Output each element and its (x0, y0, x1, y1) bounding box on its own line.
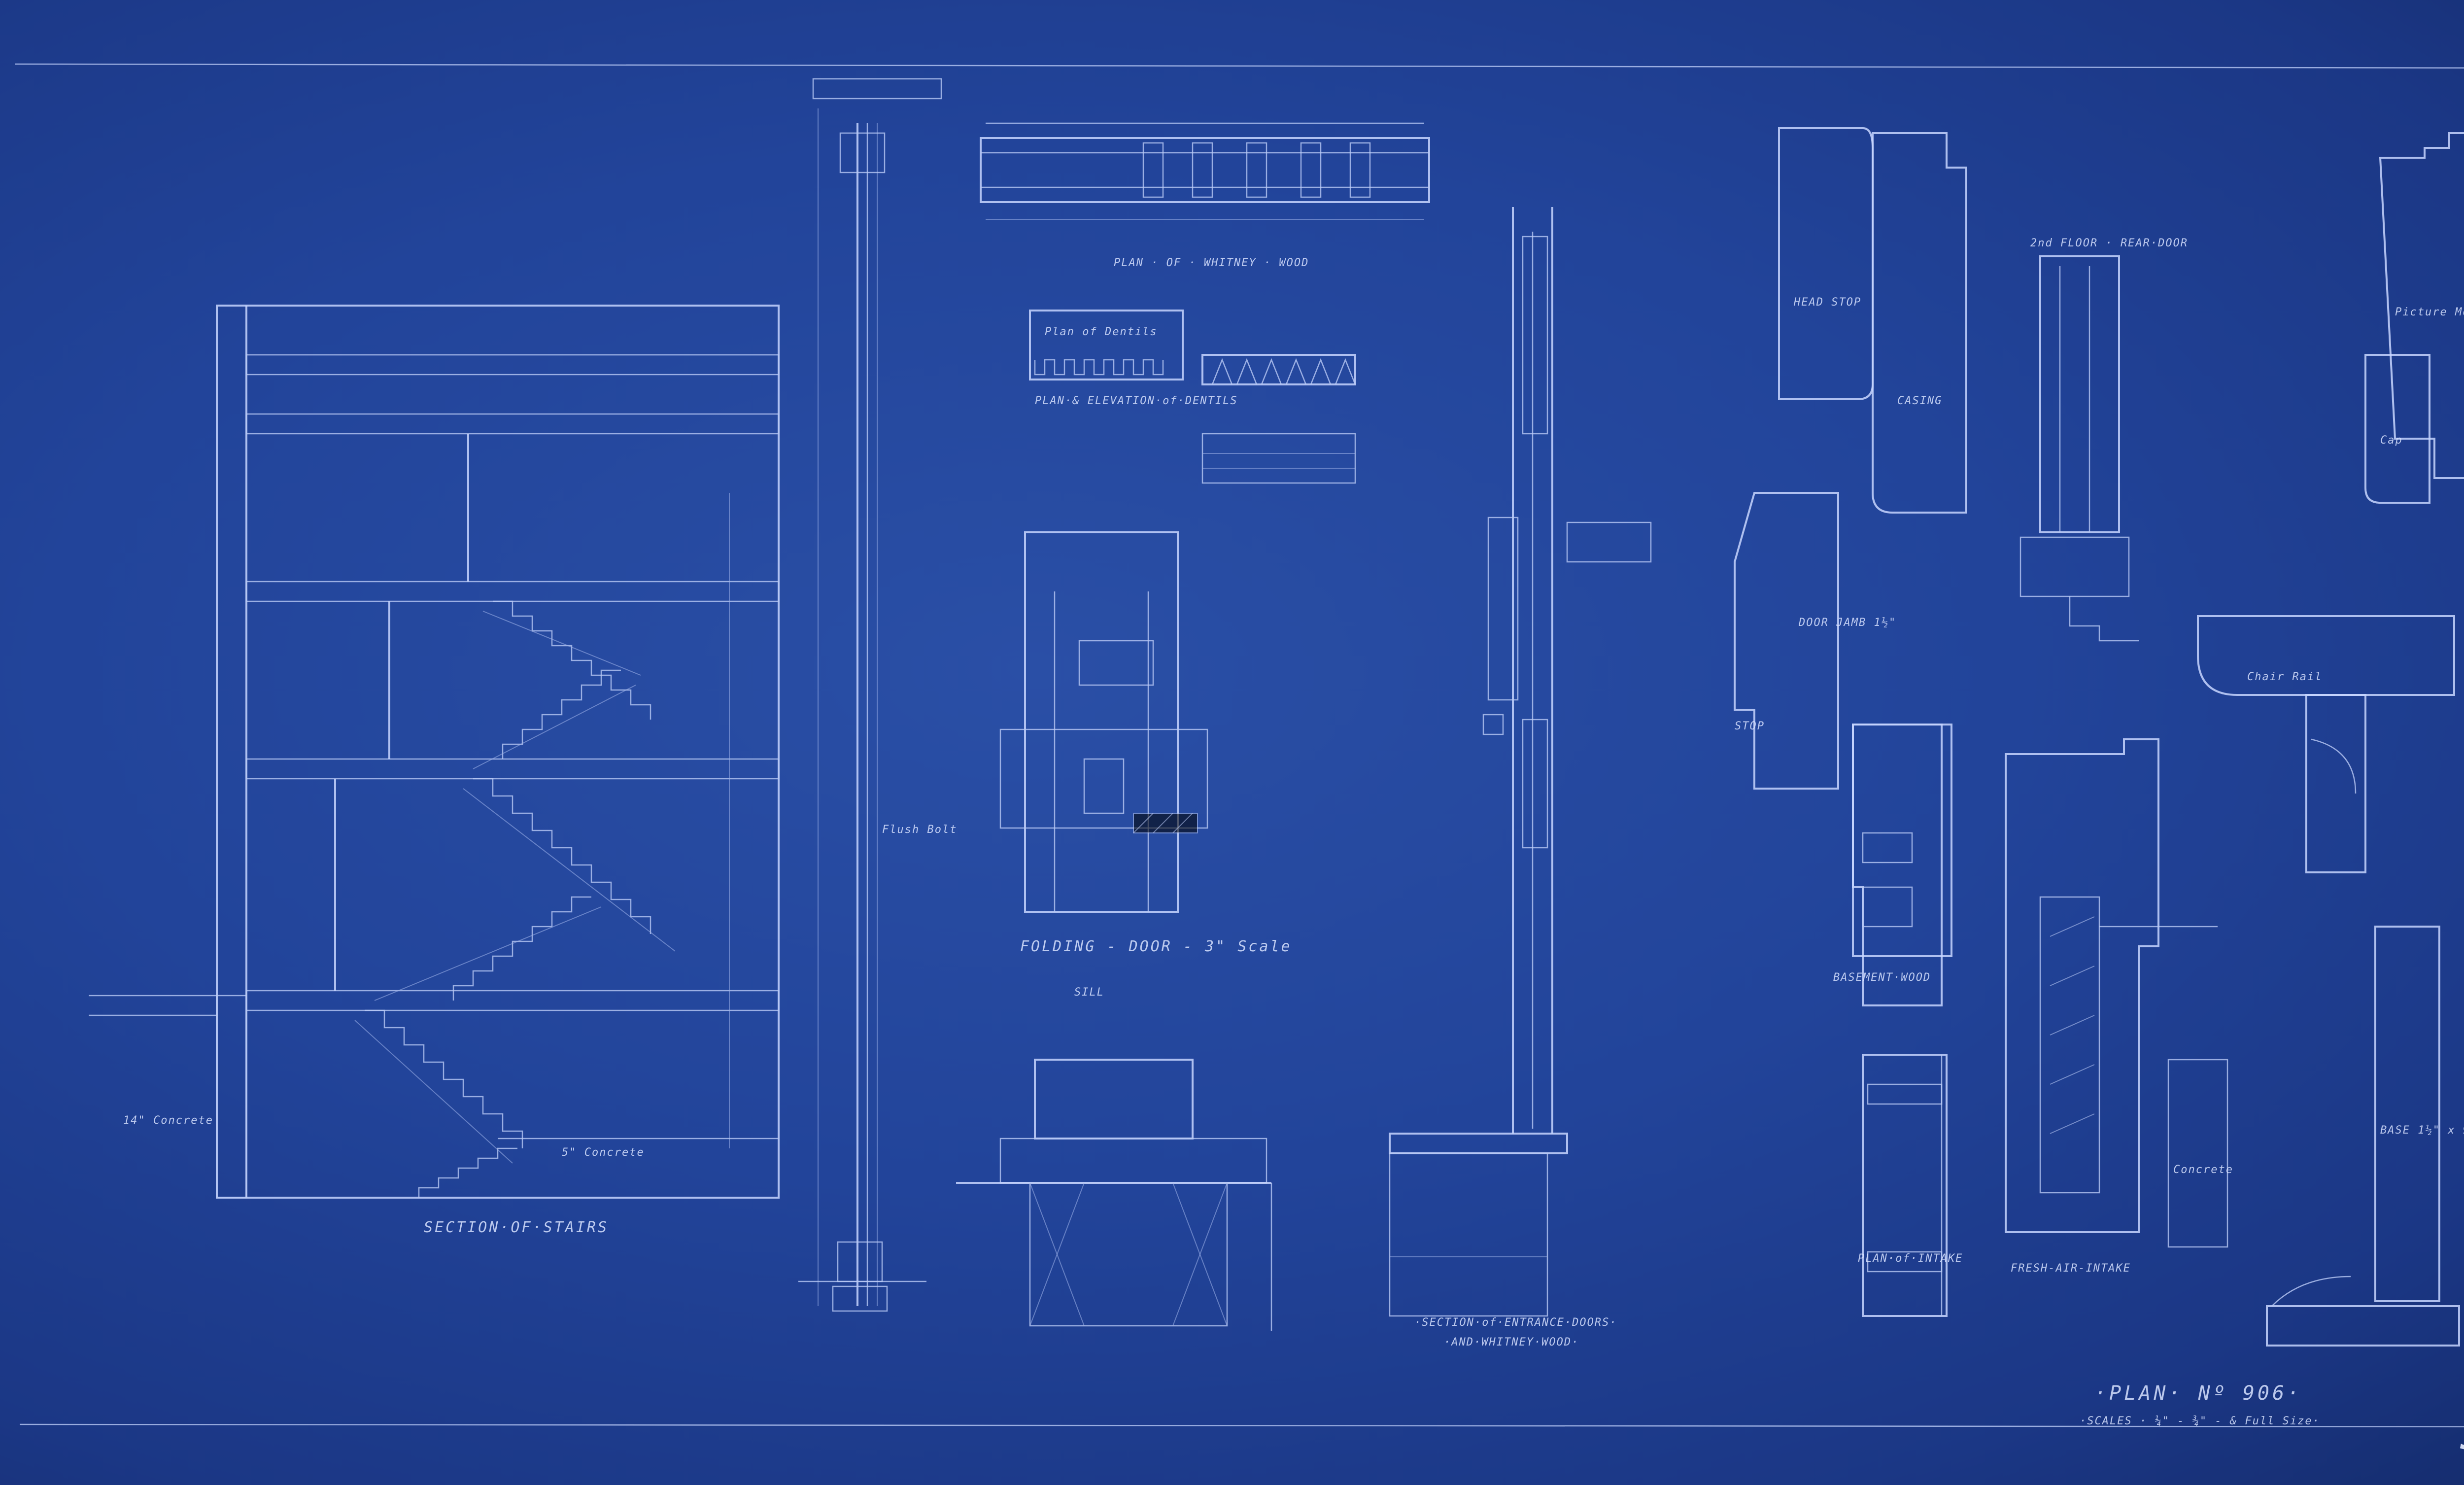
casing-label: CASING (1897, 395, 1942, 407)
fresh-air-intake-title: FRESH-AIR-INTAKE (2011, 1262, 2131, 1275)
folding-door-title: FOLDING - DOOR - 3" Scale (1020, 938, 1292, 955)
sill-label: SILL (1074, 986, 1104, 999)
basement-wood-drawing (1852, 724, 1952, 957)
trim-profiles-right (2197, 132, 2464, 1347)
plan-whitney-wood-title: PLAN · OF · WHITNEY · WOOD (1114, 257, 1309, 269)
chair-rail-label: Chair Rail (2247, 671, 2322, 683)
plan-number: ·PLAN· Nº 906· (2094, 1382, 2302, 1405)
head-stop-label: HEAD STOP (1793, 296, 1861, 309)
basement-wood-title: BASEMENT·WOOD (1833, 971, 1931, 984)
base-label: BASE 1½" x 9" (2380, 1124, 2464, 1137)
plan-of-dentils-label: Plan of Dentils (1045, 326, 1158, 338)
door-sill-detail (956, 1059, 1272, 1331)
five-inch-concrete-label: 5" Concrete (562, 1146, 645, 1159)
door-jamb-label: DOOR JAMB 1½" (1798, 617, 1896, 629)
cap-label: Cap (2380, 434, 2403, 447)
section-entrance-doors-title: ·SECTION·of·ENTRANCE·DOORS· (1414, 1316, 1617, 1329)
second-floor-rear-door-title: 2nd FLOOR · REAR·DOOR (2030, 237, 2188, 249)
second-floor-rear-door-drawing (2019, 255, 2139, 642)
plan-of-intake-label: PLAN·of·INTAKE (1858, 1252, 1963, 1265)
flush-bolt-label: Flush Bolt (882, 824, 957, 836)
fourteen-inch-concrete-label: 14" Concrete (123, 1114, 213, 1127)
folding-door-drawing (999, 531, 1208, 913)
plan-elevation-dentils-title: PLAN·& ELEVATION·of·DENTILS (1035, 395, 1238, 407)
section-of-stairs-title: SECTION·OF·STAIRS (424, 1219, 609, 1236)
tall-wall-section (798, 78, 942, 1312)
scales-note: ·SCALES · ¼" - ¾" - & Full Size· (2080, 1415, 2320, 1427)
plan-of-whitney-wood-drawing (980, 122, 1430, 220)
section-entrance-doors-subtitle: ·AND·WHITNEY·WOOD· (1444, 1336, 1579, 1348)
picture-mould-label: Picture Mold. (2395, 306, 2464, 318)
moulding-profiles (1734, 127, 1967, 1006)
section-of-stairs-drawing (89, 305, 780, 1199)
stop-label: STOP (1735, 720, 1765, 732)
section-entrance-doors-drawing (1389, 207, 1652, 1317)
sheet-number: 5 (2459, 1403, 2464, 1461)
dentils-drawing (1029, 310, 1356, 484)
sheet-border (14, 63, 2464, 1428)
plan-of-intake-drawing (1862, 1054, 1948, 1317)
fresh-air-intake-drawing (2005, 738, 2228, 1248)
concrete-label: Concrete (2173, 1164, 2233, 1176)
